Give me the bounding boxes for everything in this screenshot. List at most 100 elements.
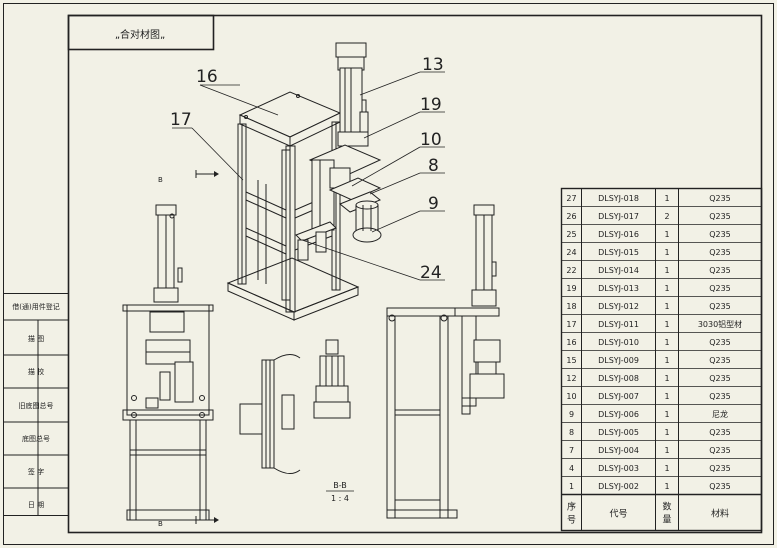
bom-cell-seq: 8 — [569, 428, 574, 437]
callout-24: 24 — [420, 263, 442, 283]
bom-cell-material: Q235 — [709, 194, 731, 203]
bom-cell-material: Q235 — [709, 284, 731, 293]
bom-cell-code: DLSYJ-012 — [598, 302, 639, 311]
bom-cell-qty: 1 — [664, 266, 669, 275]
side-table: 借(通)用件登记 描 图 描 校 旧底图总号 底图总号 签 字 日 期 — [3, 293, 69, 516]
bom-cell-qty: 1 — [664, 338, 669, 347]
bom-cell-seq: 10 — [566, 392, 576, 401]
section-label: B-B — [333, 481, 347, 490]
callout-9: 9 — [428, 194, 439, 214]
bom-cell-material: Q235 — [709, 356, 731, 365]
bom-cell-material: Q235 — [709, 230, 731, 239]
bom-cell-qty: 1 — [664, 284, 669, 293]
bom-cell-qty: 1 — [664, 392, 669, 401]
bom-cell-qty: 1 — [664, 230, 669, 239]
bom-header-seq: 序号 — [567, 501, 576, 526]
bom-cell-material: Q235 — [709, 248, 731, 257]
bom-cell-material: Q235 — [709, 464, 731, 473]
bom-cell-qty: 1 — [664, 428, 669, 437]
side-view — [386, 204, 505, 519]
bom-cell-code: DLSYJ-013 — [598, 284, 639, 293]
bom-cell-material: Q235 — [709, 266, 731, 275]
bom-cell-code: DLSYJ-018 — [598, 194, 639, 203]
bom-cell-seq: 25 — [566, 230, 576, 239]
section-view: B-B 1 : 4 — [239, 339, 354, 503]
bom-cell-code: DLSYJ-009 — [598, 356, 639, 365]
bom-cell-qty: 1 — [664, 320, 669, 329]
bom-cell-code: DLSYJ-017 — [598, 212, 639, 221]
bom-cell-qty: 1 — [664, 464, 669, 473]
bom-cell-qty: 1 — [664, 194, 669, 203]
bom-cell-material: Q235 — [709, 212, 731, 221]
bom-cell-material: 3030铝型材 — [698, 319, 742, 329]
bom-cell-seq: 15 — [566, 356, 576, 365]
bom-cell-seq: 17 — [566, 320, 576, 329]
bom-cell-seq: 1 — [569, 482, 574, 491]
bom-cell-seq: 19 — [566, 284, 576, 293]
bom-cell-code: DLSYJ-002 — [598, 482, 639, 491]
side-table-row-0: 借(通)用件登记 — [12, 302, 59, 311]
drawing-title: „合对材图„ — [115, 28, 165, 41]
bom-cell-code: DLSYJ-008 — [598, 374, 639, 383]
bom-cell-material: Q235 — [709, 392, 731, 401]
bom-cell-material: Q235 — [709, 482, 731, 491]
callout-17: 17 — [170, 110, 192, 130]
section-marker-top: B — [158, 170, 219, 184]
side-table-row-5: 签 字 — [28, 467, 44, 476]
callout-19: 19 — [420, 95, 442, 115]
bom-cell-code: DLSYJ-016 — [598, 230, 639, 239]
bom-cell-seq: 12 — [566, 374, 576, 383]
side-table-row-2: 描 校 — [28, 367, 44, 376]
bom-header-code: 代号 — [609, 509, 627, 520]
bom-cell-material: Q235 — [709, 374, 731, 383]
bom-cell-seq: 9 — [569, 410, 574, 419]
isometric-view — [226, 42, 382, 321]
bom-cell-material: Q235 — [709, 302, 731, 311]
bom-cell-qty: 1 — [664, 356, 669, 365]
bom-cell-seq: 27 — [566, 194, 576, 203]
bom-cell-qty: 1 — [664, 302, 669, 311]
bom-cell-qty: 1 — [664, 446, 669, 455]
bom-cell-code: DLSYJ-004 — [598, 446, 639, 455]
bom-cell-code: DLSYJ-010 — [598, 338, 639, 347]
callout-labels: 16 17 13 19 10 8 9 24 — [170, 55, 444, 283]
bom-cell-seq: 7 — [569, 446, 574, 455]
leader-lines — [172, 71, 445, 281]
callout-10: 10 — [420, 130, 442, 150]
bom-cell-code: DLSYJ-011 — [598, 320, 639, 329]
bom-cell-code: DLSYJ-005 — [598, 428, 639, 437]
bom-cell-seq: 18 — [566, 302, 576, 311]
title-tab — [67, 14, 215, 51]
bom-cell-qty: 2 — [664, 212, 669, 221]
bom-cell-qty: 1 — [664, 374, 669, 383]
iso-base-plate — [226, 257, 360, 313]
outer-border — [3, 3, 774, 545]
bom-cell-seq: 26 — [566, 212, 576, 221]
callout-13: 13 — [422, 55, 444, 75]
bom-cell-seq: 16 — [566, 338, 576, 347]
bom-cell-qty: 1 — [664, 248, 669, 257]
bom-cell-seq: 4 — [569, 464, 574, 473]
bom-cell-qty: 1 — [664, 482, 669, 491]
bom-cell-code: DLSYJ-014 — [598, 266, 639, 275]
bom-cell-seq: 22 — [566, 266, 576, 275]
bom-header-material: 材料 — [711, 508, 729, 520]
bom-cell-seq: 24 — [566, 248, 576, 257]
bom-cell-qty: 1 — [664, 410, 669, 419]
side-table-row-1: 描 图 — [28, 334, 44, 343]
bom-cell-material: 尼龙 — [712, 409, 728, 419]
bom-cell-code: DLSYJ-003 — [598, 464, 639, 473]
callout-16: 16 — [196, 67, 218, 87]
callout-8: 8 — [428, 156, 439, 176]
section-marker-bottom-label: B — [158, 520, 163, 528]
front-view — [122, 204, 214, 521]
bom-cell-material: Q235 — [709, 428, 731, 437]
bom-header-qty: 数量 — [662, 501, 671, 526]
section-scale: 1 : 4 — [331, 494, 349, 503]
bom-cell-material: Q235 — [709, 338, 731, 347]
bom-cell-material: Q235 — [709, 446, 731, 455]
side-table-row-3: 旧底图总号 — [19, 401, 54, 410]
bom-cell-code: DLSYJ-006 — [598, 410, 639, 419]
